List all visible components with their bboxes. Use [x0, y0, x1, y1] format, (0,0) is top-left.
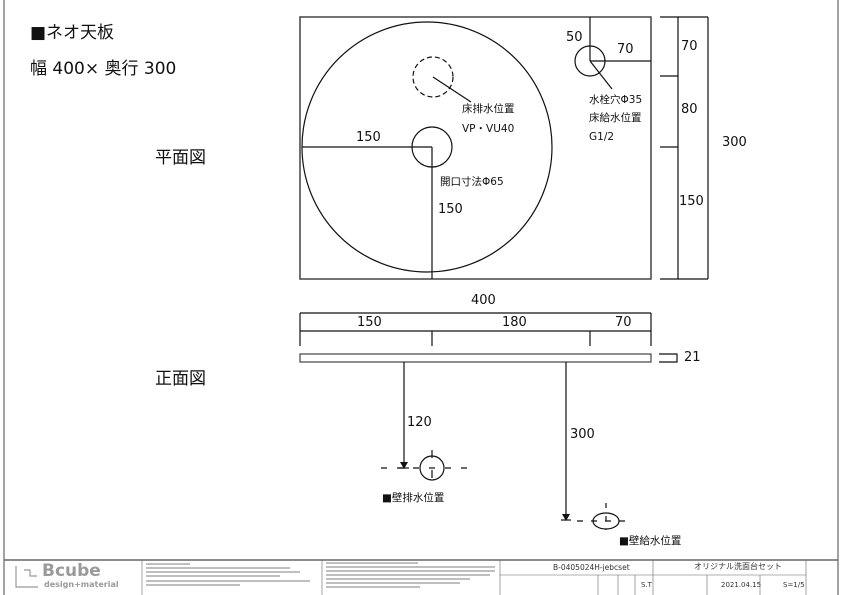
- dim-label: 70: [615, 315, 632, 330]
- dim-label: 120: [407, 415, 432, 430]
- logo-tagline: design+material: [44, 580, 119, 589]
- dim-label: 300: [570, 427, 595, 442]
- drawn-by: S.T: [641, 581, 652, 589]
- drawing-scale: S=1/5: [783, 581, 805, 589]
- faucet-leader: [589, 60, 613, 90]
- arrowhead: [400, 462, 408, 469]
- logo-mark: [24, 569, 37, 577]
- wall-supply-label: ■壁給水位置: [619, 535, 682, 547]
- dim-label: 21: [684, 350, 701, 365]
- dim-label: 150: [357, 315, 382, 330]
- logo-name: Bcube: [42, 561, 101, 581]
- dim-label: 50: [566, 30, 583, 45]
- fine-print-notes: [146, 562, 495, 588]
- dim-label: 150: [679, 194, 704, 209]
- dim-label: 180: [502, 315, 527, 330]
- product-title: ■ネオ天板: [30, 23, 115, 43]
- plan-view-label: 平面図: [155, 148, 206, 168]
- opening-size-note: 開口寸法Φ65: [440, 176, 504, 188]
- wall-drain-label: ■壁排水位置: [382, 492, 445, 504]
- dim-label: 400: [471, 293, 496, 308]
- plan-countertop-outline: [299, 16, 652, 280]
- dim-label: 70: [617, 42, 634, 57]
- front-countertop: [299, 353, 652, 363]
- drawing-number: B-0405024H-jebcset: [553, 563, 630, 572]
- logo-mark: [15, 566, 38, 588]
- faucet-hole-note: 水栓穴Φ35: [589, 94, 643, 106]
- dim-label: 80: [681, 102, 698, 117]
- supply-thread-note: G1/2: [589, 131, 615, 143]
- front-view-label: 正面図: [155, 369, 206, 389]
- drain-opening-circle: [411, 126, 453, 168]
- drawing-date: 2021.04.15: [721, 581, 762, 589]
- floor-drain-pipe-note: VP・VU40: [462, 123, 515, 135]
- floor-drain-note: 床排水位置: [462, 103, 515, 115]
- arrowhead: [562, 514, 570, 521]
- dim-label: 70: [681, 39, 698, 54]
- dim-label: 150: [356, 130, 381, 145]
- dim-label: 300: [722, 135, 747, 150]
- floor-drain-leader: [432, 76, 472, 103]
- floor-drain-dashed-circle: [412, 56, 454, 98]
- dim-label: 150: [438, 202, 463, 217]
- floor-supply-note: 床給水位置: [589, 112, 642, 124]
- thickness-bracket: [659, 353, 678, 363]
- product-size: 幅 400× 奥行 300: [30, 59, 177, 79]
- drawing-title: オリジナル洗面台セット: [694, 562, 782, 571]
